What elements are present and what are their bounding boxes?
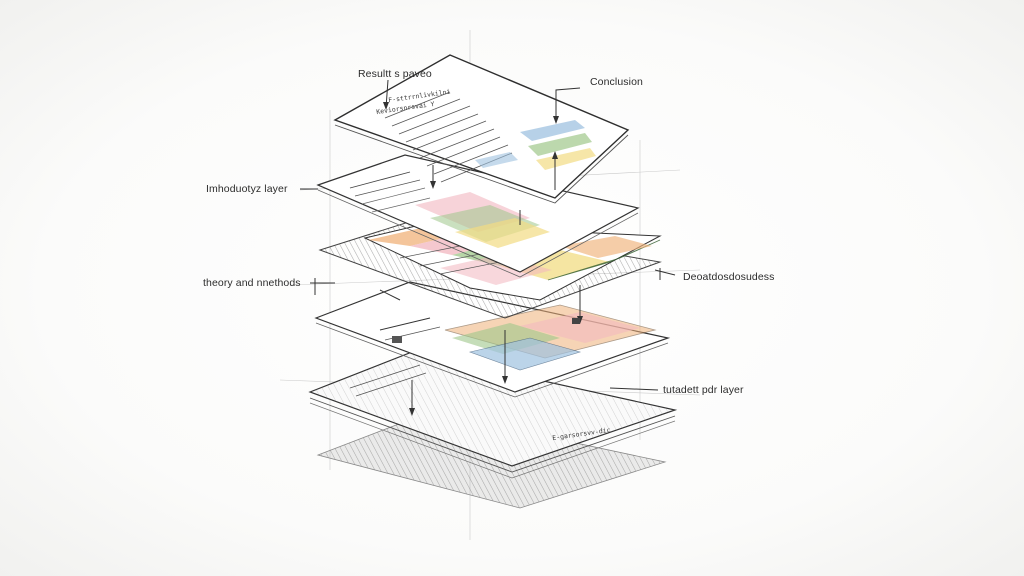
label-conclusion: Conclusion bbox=[590, 76, 643, 88]
arrowheads bbox=[383, 102, 583, 416]
layer-foundation-page bbox=[308, 351, 678, 479]
layer-introductory-page bbox=[316, 154, 640, 278]
label-detailed-layer: Deoatdosdosudess bbox=[683, 271, 775, 283]
small-marker bbox=[572, 318, 580, 324]
shadow-slab bbox=[316, 411, 667, 509]
label-theory-and-methods: theory and nnethods bbox=[203, 277, 301, 289]
label-results-page: Resultt s paveo bbox=[358, 68, 432, 80]
label-introductory-layer: Imhoduotyz layer bbox=[206, 183, 288, 195]
layer-theory-page bbox=[314, 281, 671, 398]
label-foundation-layer: tutadett pdr layer bbox=[663, 384, 744, 396]
